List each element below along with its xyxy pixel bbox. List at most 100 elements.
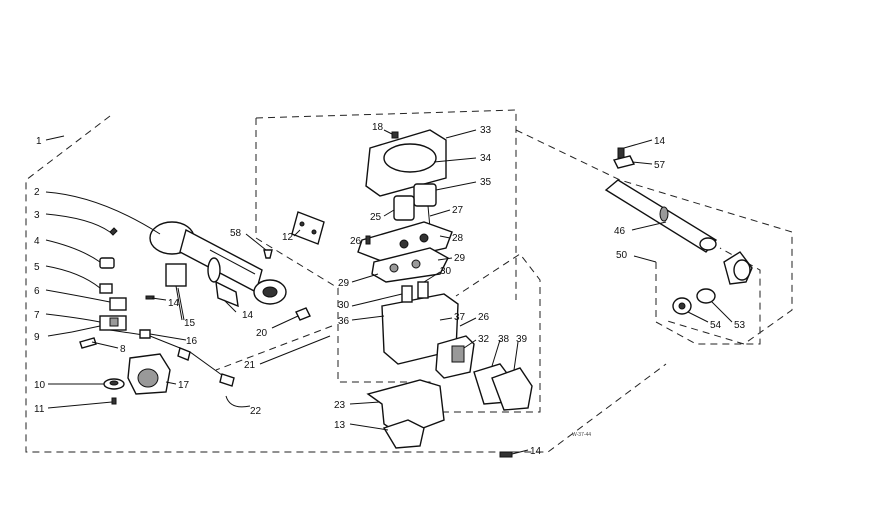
leader-23: [349, 401, 381, 405]
leader-14c: [623, 139, 653, 149]
callout-23: 23: [334, 400, 346, 411]
part-14-mount-bracket: [215, 280, 239, 308]
part-18-nut: [177, 347, 191, 361]
part-17-knob: [137, 368, 159, 388]
callout-4: 4: [34, 236, 40, 247]
leader-2: [45, 191, 161, 235]
leader-39: [513, 341, 519, 371]
leader-32: [463, 339, 477, 349]
leader-lines: [45, 129, 733, 455]
part-4-clip: [99, 257, 115, 269]
leader-21: [259, 335, 331, 365]
callout-13: 13: [334, 420, 346, 431]
leader-8: [91, 341, 119, 349]
leader-3: [45, 213, 111, 233]
leader-20: [271, 315, 299, 329]
leader-25: [383, 209, 395, 217]
fitting-group: [672, 251, 753, 315]
part-58-screw: [263, 249, 273, 259]
leader-28: [439, 235, 451, 239]
callout-17: 17: [178, 380, 190, 391]
leader-33: [445, 129, 477, 139]
leader-18: [383, 129, 393, 135]
leader-13: [349, 423, 389, 431]
part-29-seal-b: [411, 259, 421, 269]
part-50-outlet: [733, 259, 751, 281]
callout-26b: 26: [478, 312, 490, 323]
callout-20: 20: [256, 328, 268, 339]
part-53-nut: [696, 288, 716, 304]
callout-8: 8: [120, 344, 126, 355]
callout-21: 21: [244, 360, 256, 371]
callout-10: 10: [34, 380, 46, 391]
callout-57: 57: [654, 160, 666, 171]
callout-46: 46: [614, 226, 626, 237]
leader-11: [47, 401, 113, 409]
mounting-bracket: [366, 379, 513, 458]
part-12-hole-b: [311, 229, 317, 235]
valve-body-assembly: [381, 281, 533, 411]
part-2-ring: [207, 257, 221, 283]
leader-17: [165, 381, 177, 385]
leader-36: [351, 315, 385, 321]
part-34-coil: [383, 143, 437, 173]
leader-12: [293, 229, 301, 237]
callout-27: 27: [452, 205, 464, 216]
part-2-tube-seam: [209, 249, 256, 275]
drawing-code: W-37-44: [572, 432, 591, 438]
callout-28: 28: [452, 233, 464, 244]
leader-16: [149, 333, 187, 341]
callout-18b: 18: [372, 122, 384, 133]
leader-22: [225, 395, 251, 408]
callout-12: 12: [282, 232, 294, 243]
part-35-solenoid: [413, 183, 437, 207]
leader-15: [177, 287, 185, 321]
part-10-hole: [109, 380, 119, 386]
callout-7: 7: [34, 310, 40, 321]
part-5-bracket: [99, 283, 113, 294]
callout-14d: 14: [530, 446, 542, 457]
part-11-screw: [111, 397, 117, 405]
valve-top-assembly: [357, 129, 453, 283]
callout-29b: 29: [454, 253, 466, 264]
leader-30b: [351, 293, 403, 307]
main-assembly-boundary: [25, 115, 667, 453]
callout-1: 1: [36, 136, 42, 147]
leader-14a: [151, 297, 167, 301]
part-20-nut: [295, 307, 311, 321]
part-28-port-b: [419, 233, 429, 243]
part-16-line: [109, 329, 227, 379]
callout-33: 33: [480, 125, 492, 136]
callout-35: 35: [480, 177, 492, 188]
part-7-detail: [109, 317, 119, 327]
part-25-solenoid: [393, 195, 415, 221]
part-26-screw: [365, 235, 371, 245]
callout-labels: 1 2 3 4 5 6 7 9 8 10 11 14 15 16 17 14 1…: [34, 122, 746, 457]
pilot-assembly: [604, 147, 718, 253]
leader-58: [245, 233, 267, 251]
leader-9: [47, 331, 73, 337]
callout-37: 37: [454, 312, 466, 323]
callout-34: 34: [480, 153, 492, 164]
part-30-fitting-a: [401, 285, 413, 303]
callout-25: 25: [370, 212, 382, 223]
group-boundaries: [25, 109, 793, 453]
part-57-clip: [612, 155, 636, 169]
callout-14c: 14: [654, 136, 666, 147]
part-13-base: [382, 419, 425, 449]
callout-5: 5: [34, 262, 40, 273]
part-12-plate: [291, 211, 325, 245]
callout-53: 53: [734, 320, 746, 331]
leader-27: [429, 209, 451, 217]
leader-57: [631, 161, 653, 165]
part-15-bracket: [165, 263, 187, 287]
part-29-seal-a: [389, 263, 399, 273]
callout-36: 36: [338, 316, 350, 327]
part-12-hole-a: [299, 221, 305, 227]
outlet-boundary: [215, 325, 333, 371]
leader-14d: [511, 449, 529, 455]
valve-top-boundary: [255, 109, 517, 300]
callout-15: 15: [184, 318, 196, 329]
leader-6: [45, 289, 111, 303]
